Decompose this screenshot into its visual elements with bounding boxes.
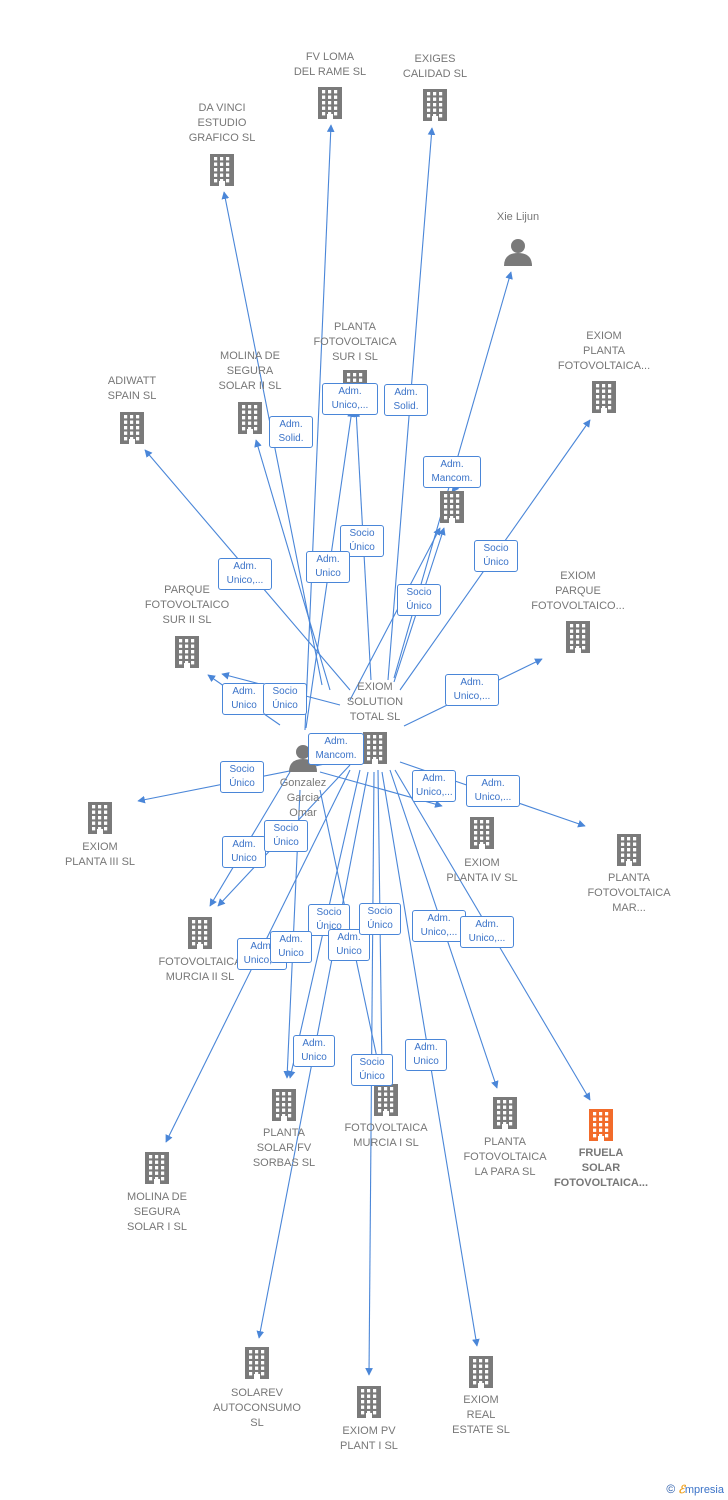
node-label-molina1[interactable]: MOLINA DE SEGURA SOLAR I SL xyxy=(127,1191,187,1233)
node-label-molina2[interactable]: MOLINA DE SEGURA SOLAR II SL xyxy=(218,350,282,392)
node-label-exiom_p4[interactable]: EXIOM PLANTA IV SL xyxy=(446,857,518,884)
edge-label-exiom_total-to-exiom_pv1[interactable]: Socio Único xyxy=(351,1054,393,1086)
edge-label-exiom_total-to-fv_murcia1[interactable]: Socio Único xyxy=(359,903,401,935)
edge-label-gonzalez-to-exiom_total[interactable]: Adm. Mancom. xyxy=(308,733,364,765)
node-label-exiom_total[interactable]: EXIOM SOLUTION TOTAL SL xyxy=(346,681,404,723)
node-label-exiom_real[interactable]: EXIOM REAL ESTATE SL xyxy=(452,1394,510,1436)
building-icon-exiges[interactable] xyxy=(423,89,447,121)
empresia-footer[interactable]: ©ℰmpresia xyxy=(666,1482,724,1496)
edge-label-gonzalez-to-planta_sorbas[interactable]: Adm. Unico xyxy=(293,1035,335,1067)
building-icon-fv_loma[interactable] xyxy=(318,87,342,119)
building-icon-fv_murcia2[interactable] xyxy=(188,917,212,949)
node-label-xie[interactable]: Xie Lijun xyxy=(496,211,540,223)
building-icon-planta_sorbas[interactable] xyxy=(272,1089,296,1121)
person-icon-xie[interactable] xyxy=(504,239,532,266)
edge-gonzalez-to-unlabeled_mid xyxy=(349,527,441,701)
edge-label-exiom_total-to-unlabeled_mid[interactable]: Socio Único xyxy=(397,584,441,616)
building-icon-parque_sur2[interactable] xyxy=(175,636,199,668)
edge-gonzalez-to-molina2 xyxy=(254,439,331,691)
edge-label-xie-to-unlabeled_mid[interactable]: Adm. Mancom. xyxy=(423,456,481,488)
building-icon-fruela[interactable] xyxy=(589,1109,613,1141)
node-label-planta_sorbas[interactable]: PLANTA SOLAR FV SORBAS SL xyxy=(252,1127,316,1169)
building-icon-exiom_total[interactable] xyxy=(363,732,387,764)
building-icon-exiom_pv1[interactable] xyxy=(357,1386,381,1418)
node-label-parque_sur2[interactable]: PARQUE FOTOVOLTAICO SUR II SL xyxy=(144,584,230,626)
building-icon-davinci[interactable] xyxy=(210,154,234,186)
node-label-fv_murcia2[interactable]: FOTOVOLTAICA MURCIA II SL xyxy=(158,956,242,983)
node-label-solarev[interactable]: SOLAREV AUTOCONSUMO SL xyxy=(213,1387,301,1429)
node-label-davinci[interactable]: DA VINCI ESTUDIO GRAFICO SL xyxy=(188,102,256,144)
building-icon-planta_lapara[interactable] xyxy=(493,1097,517,1129)
brand-name: mpresia xyxy=(684,1484,724,1496)
copyright-symbol: © xyxy=(666,1482,676,1496)
brand-e: ℰ xyxy=(678,1484,685,1496)
building-icon-exiom_parque[interactable] xyxy=(566,621,590,653)
edge-label-exiom_total-to-planta_sur1[interactable]: Socio Único xyxy=(340,525,384,557)
node-label-exiom_p3[interactable]: EXIOM PLANTA III SL xyxy=(64,841,136,868)
edge-label-exiom_total-to-exiom_p3[interactable]: Socio Único xyxy=(220,761,264,793)
edge-gonzalez-to-fv_loma xyxy=(304,124,335,731)
edge-label-gonzalez-to-parque_sur2[interactable]: Adm. Unico xyxy=(222,683,266,715)
edge-label-gonzalez-to-unlabeled_mid[interactable]: Adm. Unico xyxy=(306,551,350,583)
node-label-planta_mar[interactable]: PLANTA FOTOVOLTAICA MAR... xyxy=(587,872,671,914)
building-icon-solarev[interactable] xyxy=(245,1347,269,1379)
edge-label-exiom_total-to-exiom_real[interactable]: Adm. Unico xyxy=(405,1039,447,1071)
node-label-fruela[interactable]: FRUELA SOLAR FOTOVOLTAICA... xyxy=(553,1147,649,1189)
building-icon-exiom_real[interactable] xyxy=(469,1356,493,1388)
edge-label-gonzalez-to-planta_sur1[interactable]: Adm. Unico,... xyxy=(322,383,378,415)
edge-label-exiom_total-to-adiwatt[interactable]: Adm. Unico,... xyxy=(218,558,272,590)
edge-label-exiom_total-to-parque_sur2[interactable]: Socio Único xyxy=(263,683,307,715)
edge-label-exiom_total-to-exiom_parque[interactable]: Adm. Unico,... xyxy=(445,674,499,706)
building-icon-exiom_p3[interactable] xyxy=(88,802,112,834)
edge-label-gonzalez-to-exiom_p4[interactable]: Adm. Unico,... xyxy=(412,770,456,802)
node-label-exiom_parque[interactable]: EXIOM PARQUE FOTOVOLTAICO... xyxy=(531,570,625,612)
building-icon-planta_mar[interactable] xyxy=(617,834,641,866)
edge-label-exiom_total-to-exiom_planta_fv[interactable]: Socio Único xyxy=(474,540,518,572)
node-label-exiges[interactable]: EXIGES CALIDAD SL xyxy=(402,53,468,80)
edge-label-gonzalez-to-fv_murcia2[interactable]: Adm. Unico xyxy=(222,836,266,868)
building-icon-unlabeled_mid[interactable] xyxy=(440,491,464,523)
building-icon-exiom_planta_fv[interactable] xyxy=(592,381,616,413)
node-label-exiom_planta_fv[interactable]: EXIOM PLANTA FOTOVOLTAICA... xyxy=(557,330,651,372)
building-icon-exiom_p4[interactable] xyxy=(470,817,494,849)
node-label-fv_murcia1[interactable]: FOTOVOLTAICA MURCIA I SL xyxy=(344,1122,428,1149)
building-icon-molina2[interactable] xyxy=(238,402,262,434)
node-label-planta_lapara[interactable]: PLANTA FOTOVOLTAICA LA PARA SL xyxy=(463,1136,547,1178)
edge-label-exiom_total-to-fv_murcia2[interactable]: Socio Único xyxy=(264,820,308,852)
edge-label-exiom_total-to-planta_mar[interactable]: Adm. Unico,... xyxy=(466,775,520,807)
building-icon-molina1[interactable] xyxy=(145,1152,169,1184)
node-label-planta_sur1[interactable]: PLANTA FOTOVOLTAICA SUR I SL xyxy=(313,321,397,363)
node-label-gonzalez[interactable]: Gonzalez Garcia Omar xyxy=(279,777,327,819)
edge-label-exiom_total-to-fruela[interactable]: Adm. Unico,... xyxy=(460,916,514,948)
node-label-adiwatt[interactable]: ADIWATT SPAIN SL xyxy=(107,375,157,402)
edge-label-exiom_total-to-solarev[interactable]: Adm. Unico xyxy=(270,931,312,963)
edge-label-exiom_total-to-planta_lapara[interactable]: Adm. Unico,... xyxy=(412,910,466,942)
building-icon-adiwatt[interactable] xyxy=(120,412,144,444)
building-icon-fv_murcia1[interactable] xyxy=(374,1084,398,1116)
node-label-exiom_pv1[interactable]: EXIOM PV PLANT I SL xyxy=(340,1425,398,1452)
node-label-fv_loma[interactable]: FV LOMA DEL RAME SL xyxy=(293,51,367,78)
edge-label-exiom_total-to-exiges[interactable]: Adm. Solid. xyxy=(384,384,428,416)
edge-label-gonzalez-to-molina2[interactable]: Adm. Solid. xyxy=(269,416,313,448)
